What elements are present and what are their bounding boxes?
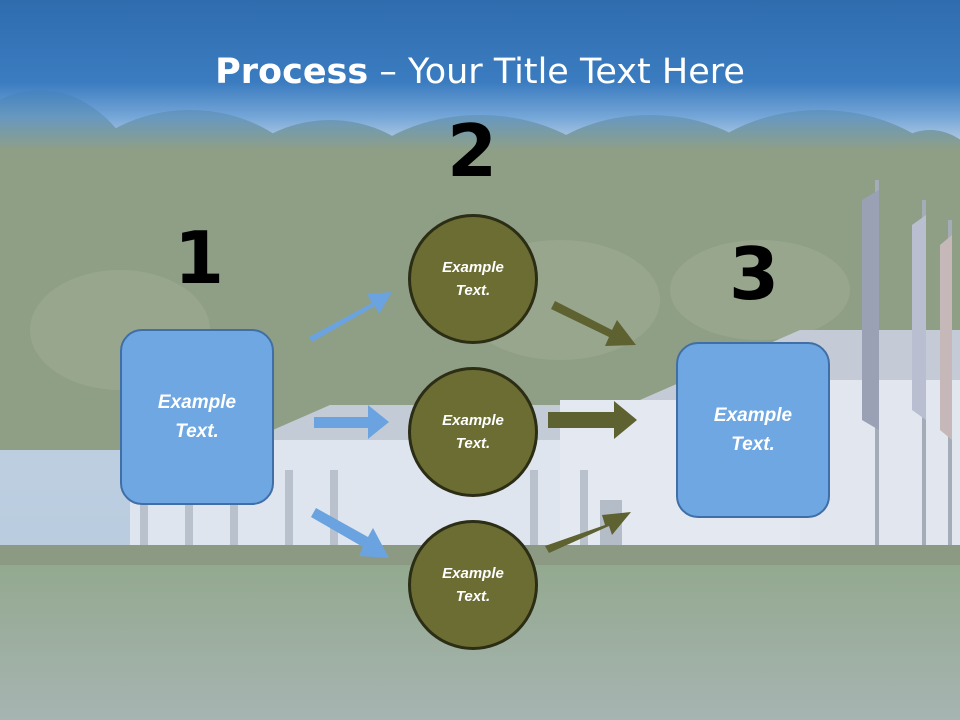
circle-bottom-label: Example Text. bbox=[442, 565, 504, 605]
title-dash: – bbox=[368, 52, 408, 92]
step-number-2: 2 bbox=[446, 109, 498, 193]
arrow-up-right-blue bbox=[309, 292, 392, 342]
arrow-right-olive bbox=[548, 401, 637, 439]
title-rest: Your Title Text Here bbox=[407, 52, 745, 92]
arrow-up-right-olive bbox=[545, 512, 631, 553]
step-1-box[interactable]: Example Text. bbox=[120, 329, 274, 505]
step-number-3: 3 bbox=[728, 232, 780, 316]
title-bold: Process bbox=[215, 52, 369, 92]
arrow-down-right-olive bbox=[551, 301, 636, 346]
arrow-down-right-blue bbox=[311, 508, 389, 558]
title-band bbox=[0, 0, 960, 150]
arrow-right-blue bbox=[314, 405, 389, 439]
slide-title: Process – Your Title Text Here bbox=[0, 52, 960, 92]
step-3-label: Example Text. bbox=[713, 405, 793, 455]
step-number-1: 1 bbox=[173, 216, 225, 300]
step-2-circle-bottom[interactable]: Example Text. bbox=[408, 520, 538, 650]
circle-top-label: Example Text. bbox=[442, 259, 504, 299]
step-3-box[interactable]: Example Text. bbox=[676, 342, 830, 518]
step-2-circle-middle[interactable]: Example Text. bbox=[408, 367, 538, 497]
step-1-label: Example Text. bbox=[157, 392, 237, 442]
step-2-circle-top[interactable]: Example Text. bbox=[408, 214, 538, 344]
circle-middle-label: Example Text. bbox=[442, 412, 504, 452]
